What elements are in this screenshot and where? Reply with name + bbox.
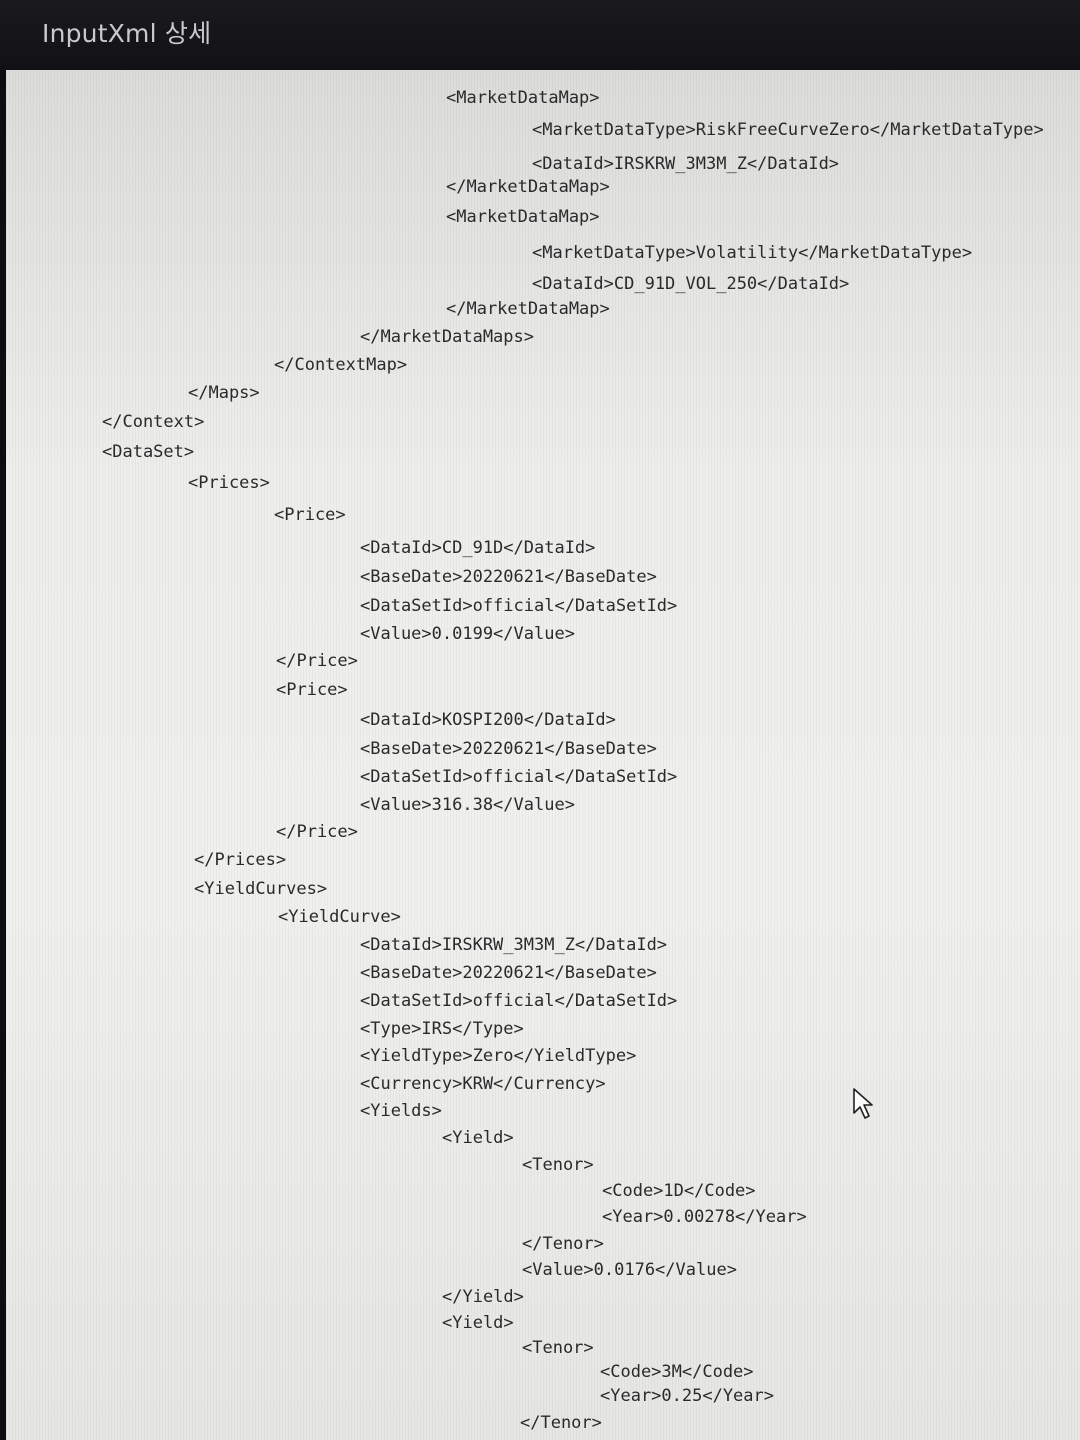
xml-line: <BaseDate>20220621</BaseDate> [360,963,657,983]
xml-viewer[interactable]: <MarketDataMap> <MarketDataType>RiskFree… [6,70,1080,1440]
xml-line: <Price> [274,505,346,525]
xml-line: </Tenor> [522,1234,604,1254]
xml-line: <DataId>CD_91D</DataId> [360,538,596,558]
xml-line: <DataId>CD_91D_VOL_250</DataId> [532,274,850,294]
xml-line: <Yield> [442,1128,514,1148]
xml-line: </Price> [276,822,358,842]
xml-line: </Tenor> [520,1413,602,1433]
xml-line: </Price> [276,651,358,671]
xml-line: <Value>0.0199</Value> [360,624,575,644]
xml-line: <Year>0.25</Year> [600,1386,774,1406]
xml-line: <MarketDataMap> [446,88,600,108]
xml-line: <DataId>IRSKRW_3M3M_Z</DataId> [532,154,840,174]
xml-line: <BaseDate>20220621</BaseDate> [360,739,657,759]
xml-line: <DataSetId>official</DataSetId> [360,767,678,787]
xml-line: </Prices> [194,850,287,870]
xml-line: <DataSet> [102,442,195,462]
xml-line: <Yields> [360,1101,442,1121]
xml-line: <Value>0.0176</Value> [522,1260,737,1280]
xml-line: </MarketDataMap> [446,299,610,319]
window-title: InputXml 상세 [42,19,212,48]
xml-line: </MarketDataMap> [446,177,610,197]
xml-line: <Year>0.00278</Year> [602,1207,807,1227]
window-titlebar: InputXml 상세 [0,0,1080,70]
xml-line: <Value>316.38</Value> [360,795,575,815]
xml-line: <YieldCurve> [278,907,401,927]
xml-line: <DataId>IRSKRW_3M3M_Z</DataId> [360,935,668,955]
xml-line: <Code>1D</Code> [602,1181,756,1201]
xml-line: <MarketDataType>Volatility</MarketDataTy… [532,243,973,263]
xml-line: </ContextMap> [274,355,408,375]
xml-line: <Type>IRS</Type> [360,1019,524,1039]
xml-line: <Code>3M</Code> [600,1362,754,1382]
xml-line: <MarketDataMap> [446,207,600,227]
xml-line: </Maps> [188,383,260,403]
xml-line: <BaseDate>20220621</BaseDate> [360,567,657,587]
xml-line: <Currency>KRW</Currency> [360,1074,606,1094]
xml-line: <YieldType>Zero</YieldType> [360,1046,637,1066]
xml-line: </MarketDataMaps> [360,327,534,347]
xml-line: <Tenor> [522,1155,594,1175]
xml-line: <MarketDataType>RiskFreeCurveZero</Marke… [532,120,1044,140]
xml-line: <DataId>KOSPI200</DataId> [360,710,616,730]
xml-line: <Tenor> [522,1338,594,1358]
xml-line: <Price> [276,680,348,700]
mouse-pointer-icon [853,1088,873,1119]
xml-line: <Prices> [188,473,270,493]
xml-line: </Yield> [442,1287,524,1307]
xml-line: <DataSetId>official</DataSetId> [360,991,678,1011]
xml-line: <DataSetId>official</DataSetId> [360,596,678,616]
xml-line: <YieldCurves> [194,879,328,899]
xml-line: <Yield> [442,1313,514,1333]
xml-line: </Context> [102,412,205,432]
